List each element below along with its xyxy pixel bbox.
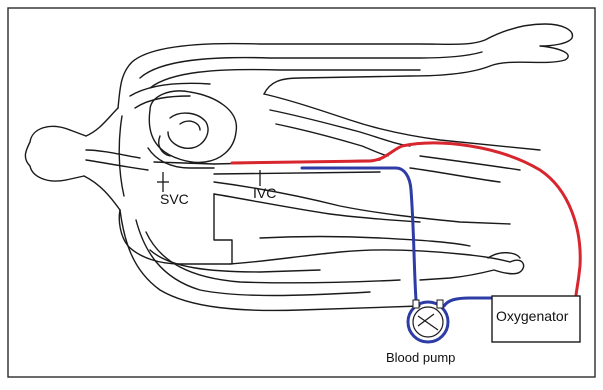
head-outline — [25, 126, 70, 181]
ivc-label: IVC — [253, 186, 276, 200]
body-outline — [25, 24, 572, 310]
arterial-return-line — [232, 143, 580, 296]
blood-pump-label: Blood pump — [386, 351, 455, 364]
blood-pump — [408, 300, 448, 342]
oxygenator-label: Oxygenator — [496, 309, 568, 323]
svc-label: SVC — [160, 192, 189, 206]
pump-to-oxygenator-line — [444, 298, 496, 306]
